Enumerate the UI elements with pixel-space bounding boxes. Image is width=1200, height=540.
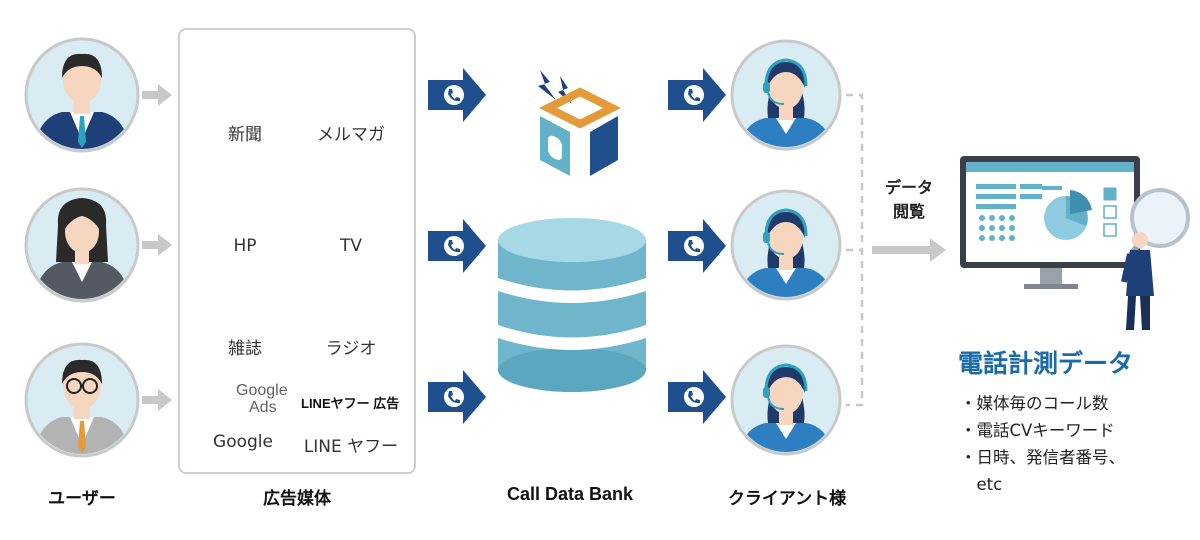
google-ads-logo-line1: Google (236, 382, 288, 399)
cdb-logo (538, 70, 621, 176)
line-yahoo-ads-logo: LINEヤフー 広告 (301, 396, 400, 411)
data-view-label-line2: 閲覧 (892, 202, 925, 221)
data-view-connector (846, 93, 946, 407)
result-item: ・媒体毎のコール数 (960, 394, 1109, 413)
data-view-label: データ 閲覧 (870, 176, 948, 224)
news-badge: NEWS (221, 57, 255, 69)
media-label-newspaper: 新聞 (228, 125, 262, 145)
caption-clients: クライアント様 (727, 489, 847, 509)
user-avatar-2 (24, 187, 140, 303)
client-operator-1 (730, 39, 842, 151)
analyst-with-magnifier-icon (1121, 188, 1190, 330)
data-view-label-line1: データ (884, 178, 933, 197)
media-label-hp: HP (233, 236, 257, 256)
phone-arrows (428, 68, 726, 424)
media-label-tv: TV (339, 236, 362, 256)
media-label-radio: ラジオ (325, 339, 377, 359)
media-label-line: LINE ヤフー (303, 437, 399, 457)
google-ads-logo-line2: Ads (249, 399, 277, 416)
user-avatar-1 (24, 37, 140, 153)
ad-media-panel (178, 28, 416, 474)
media-label-magazine: 雑誌 (228, 339, 262, 359)
result-item: ・日時、発信者番号、 (960, 448, 1125, 467)
database-icon (498, 218, 646, 392)
user-to-media-arrows (142, 84, 172, 411)
result-item: ・電話CVキーワード (960, 421, 1115, 440)
result-list: ・媒体毎のコール数 ・電話CVキーワード ・日時、発信者番号、 etc (960, 390, 1125, 498)
result-item: etc (960, 475, 1003, 494)
caption-users: ユーザー (48, 489, 116, 509)
google-ads-logo: Google Ads (236, 382, 288, 416)
result-title: 電話計測データ (958, 349, 1134, 378)
caption-system: Call Data Bank (506, 484, 634, 504)
client-operator-3 (730, 344, 842, 456)
media-label-mailmag: メルマガ (317, 125, 385, 145)
phone-icon (448, 89, 700, 404)
caption-media: 広告媒体 (263, 489, 331, 509)
client-operator-2 (730, 189, 842, 301)
dashboard-monitor-icon (960, 156, 1140, 289)
user-avatar-3 (24, 342, 140, 458)
media-label-google: Google (213, 432, 273, 452)
